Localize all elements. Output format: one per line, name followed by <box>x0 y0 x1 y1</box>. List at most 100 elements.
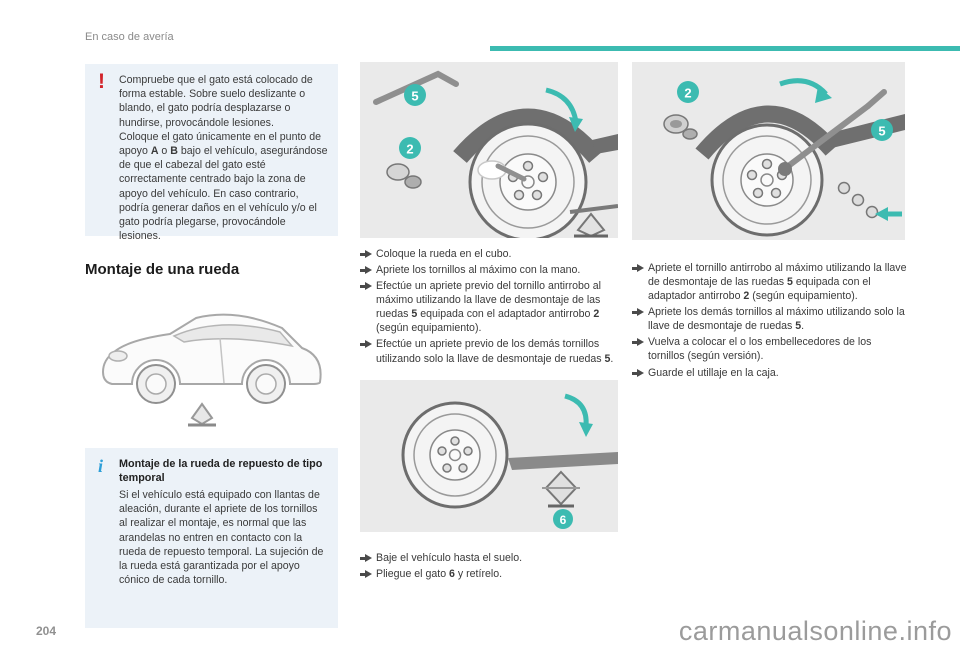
hub-center <box>521 175 535 189</box>
text-run: Vuelva a colocar el o los embellecedores… <box>648 336 872 363</box>
bold-reference: 2 <box>593 308 600 321</box>
step-arrow-icon <box>632 367 648 380</box>
steps-install-wheel: Coloque la rueda en el cubo. Apriete los … <box>360 247 628 368</box>
car-windows <box>172 324 294 348</box>
steps-final-tightening: Apriete el tornillo antirrobo al máximo … <box>632 261 910 382</box>
lowering-arrow <box>564 393 589 427</box>
step-text: Guarde el utillaje en la caja. <box>648 366 779 380</box>
figure-final-tightening: 2 5 <box>632 62 905 240</box>
bold-reference: A <box>150 144 159 157</box>
procedure-step: Pliegue el gato 6 y retírelo. <box>360 567 628 581</box>
text-run: Apriete los demás tornillos al máximo ut… <box>648 306 905 333</box>
warning-paragraph-2: Coloque el gato únicamente en el punto d… <box>119 130 328 244</box>
step-text: Pliegue el gato 6 y retírelo. <box>376 567 502 581</box>
text-run: Coloque el gato únicamente en el punto d… <box>119 130 322 157</box>
text-run: (según equipamiento). <box>749 290 858 303</box>
figure-final-tightening-svg: 2 5 <box>663 78 905 237</box>
rotation-arrow <box>545 87 579 123</box>
figure-wheel-wrench: 5 2 <box>360 62 618 238</box>
callout-2: 2 <box>399 137 421 159</box>
wheel-bolt <box>458 463 468 473</box>
lowering-arrow-head <box>579 422 593 437</box>
text-run: Apriete el tornillo antirrobo al máximo … <box>648 262 907 289</box>
car-front-rim <box>145 373 167 395</box>
bold-reference: 5 <box>604 352 611 365</box>
page-number: 204 <box>36 624 57 638</box>
rim <box>481 135 575 229</box>
procedure-step: Efectúe un apriete previo de los demás t… <box>360 337 628 365</box>
info-icon: i <box>98 456 104 476</box>
procedure-step: Apriete los tornillos al máximo con la m… <box>360 263 628 277</box>
wheel-bolt <box>437 446 447 456</box>
bolt <box>851 193 865 207</box>
lug-wrench <box>784 103 871 170</box>
wheel-bolt <box>770 187 782 199</box>
figure-wheel-wrench-svg: 5 2 <box>373 70 618 238</box>
warning-block: ! Compruebe que el gato está colocado de… <box>85 64 338 242</box>
sill-bar <box>508 452 618 470</box>
car-body <box>101 313 322 385</box>
lug-wrench-handle <box>865 89 887 109</box>
text-run: Guarde el utillaje en la caja. <box>648 366 779 379</box>
step-arrow-icon <box>360 552 376 565</box>
bold-reference: B <box>170 144 178 157</box>
bold-reference: 5 <box>787 276 793 289</box>
hub-center <box>760 173 774 187</box>
wheel-bolt <box>746 169 758 181</box>
hub-center <box>448 448 462 462</box>
lug-wrench <box>373 70 459 105</box>
text-run: Baje el vehículo hasta el suelo. <box>376 552 523 564</box>
text-run: o <box>158 144 171 157</box>
step-arrow-icon <box>632 262 648 275</box>
text-run: Pliegue el gato <box>376 568 450 581</box>
step-arrow-icon <box>360 338 376 351</box>
step-arrow-icon <box>360 568 376 581</box>
wheel-bolt <box>522 160 534 172</box>
rim <box>413 413 497 497</box>
step-text: Coloque la rueda en el cubo. <box>376 247 511 261</box>
antitheft-adapter-end <box>682 128 698 140</box>
step-text: Baje el vehículo hasta el suelo. <box>376 551 522 565</box>
callout-5: 5 <box>404 84 426 106</box>
procedure-step: Vuelva a colocar el o los embellecedores… <box>632 335 910 363</box>
antitheft-adapter-hole <box>670 120 682 128</box>
car-headlight <box>108 350 128 362</box>
sill-line <box>569 204 618 214</box>
procedure-step: Coloque la rueda en el cubo. <box>360 247 628 261</box>
info-title: Montaje de la rueda de repuesto de tipo … <box>119 458 323 485</box>
text-run: Efectúe un apriete previo de los demás t… <box>376 338 605 365</box>
text-run: equipada con el adaptador antirrobo <box>417 308 594 321</box>
procedure-step: Efectúe un apriete previo del tornillo a… <box>360 279 628 335</box>
text-run: . <box>610 352 614 365</box>
figure-lower-jack: 6 <box>360 380 618 532</box>
step-text: Vuelva a colocar el o los embellecedores… <box>648 335 910 363</box>
callout-6-label: 6 <box>560 513 567 527</box>
antitheft-adapter-end <box>404 175 422 189</box>
steps-lower-vehicle: Baje el vehículo hasta el suelo. Pliegue … <box>360 551 628 583</box>
callout-5-label: 5 <box>878 124 885 139</box>
bolt <box>837 181 851 195</box>
step-text: Efectúe un apriete previo del tornillo a… <box>376 279 628 335</box>
step-arrow-icon <box>360 248 376 261</box>
procedure-step: Apriete los demás tornillos al máximo ut… <box>632 305 910 333</box>
wheel-bolt <box>442 463 452 473</box>
step-text: Efectúe un apriete previo de los demás t… <box>376 337 628 365</box>
wrench-socket <box>778 162 792 176</box>
callout-2-label: 2 <box>406 142 413 157</box>
section-divider-rule <box>490 46 960 51</box>
car-door-line <box>219 337 225 384</box>
text-run: Coloque la rueda en el cubo. <box>376 248 512 260</box>
step-text: Apriete los tornillos al máximo con la m… <box>376 263 580 277</box>
wrench-on-bolt <box>495 163 527 182</box>
callout-5-label: 5 <box>411 89 418 104</box>
step-arrow-icon <box>632 336 648 349</box>
text-run: (según equipamiento). <box>376 322 482 335</box>
insert-arrow-head <box>875 207 888 221</box>
warning-exclamation-icon: ! <box>98 70 105 93</box>
wheel-bolt <box>761 158 773 170</box>
text-run: Apriete los tornillos al máximo con la m… <box>376 264 581 277</box>
chapter-header: En caso de avería <box>85 31 174 43</box>
wheel-bolt <box>463 446 473 456</box>
callout-2: 2 <box>677 81 699 103</box>
wheel-bolt <box>537 171 549 183</box>
